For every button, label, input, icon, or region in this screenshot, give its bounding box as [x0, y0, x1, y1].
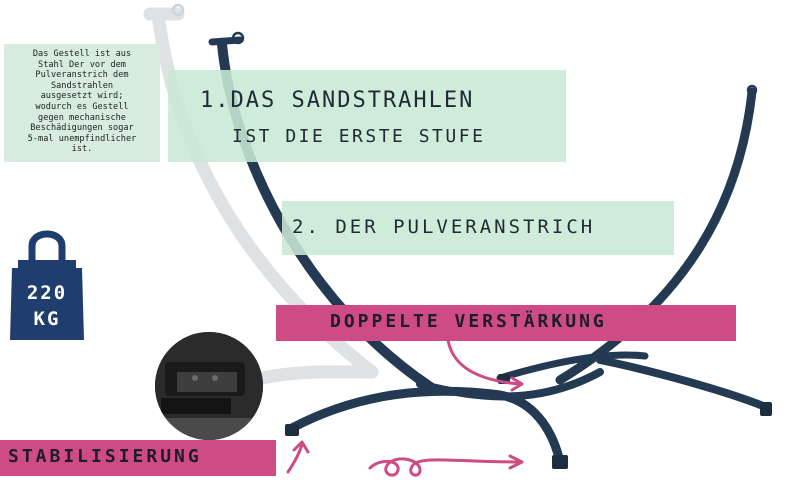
step1-title: 1.DAS SANDSTRAHLEN [200, 88, 475, 113]
weight-bag-icon [10, 230, 84, 340]
reinforcement-band [276, 305, 736, 341]
reinforcement-label: DOPPELTE VERSTÄRKUNG [330, 311, 607, 332]
hook-icons [231, 31, 758, 96]
curved-arrow-icon [510, 376, 524, 392]
stabilization-band [0, 440, 276, 476]
note-line: Pulveranstrich dem [35, 70, 129, 81]
stabilization-label: STABILISIERUNG [8, 446, 202, 467]
reinforcement-detail-image [155, 332, 263, 440]
note-line: wodurch es Gestell [35, 101, 129, 112]
weight-unit: KG [33, 308, 61, 330]
curved-arrow-icon [292, 440, 310, 454]
loop-arrow-icon [508, 454, 524, 470]
step1-band [168, 70, 566, 162]
note-line: Sandstrahlen [50, 80, 114, 91]
note-line: Das Gestell ist aus [32, 49, 132, 59]
note-line: ist. [71, 144, 93, 155]
curved-arrow-icon [286, 442, 304, 474]
note-line: 5-mal unempfindlicher [27, 133, 137, 144]
step2-title: 2. DER PULVERANSTRICH [292, 216, 596, 238]
note-line: Beschädigungen sogar [30, 123, 134, 134]
note-line: gegen mechanische [38, 112, 126, 123]
curved-arrow-icon [446, 338, 522, 386]
weight-value: 220 [26, 282, 68, 304]
note-line: Stahl Der vor dem [38, 59, 126, 70]
loop-arrow-icon [368, 457, 522, 477]
step1-subtitle: IST DIE ERSTE STUFE [232, 126, 486, 147]
note-line: ausgesetzt wird; [40, 91, 124, 102]
info-note: Das Gestell ist aus Stahl Der vor dem Pu… [4, 44, 160, 162]
step2-band [282, 201, 674, 255]
detail-photo-drawing [155, 332, 263, 440]
ghost-hook [171, 3, 185, 17]
